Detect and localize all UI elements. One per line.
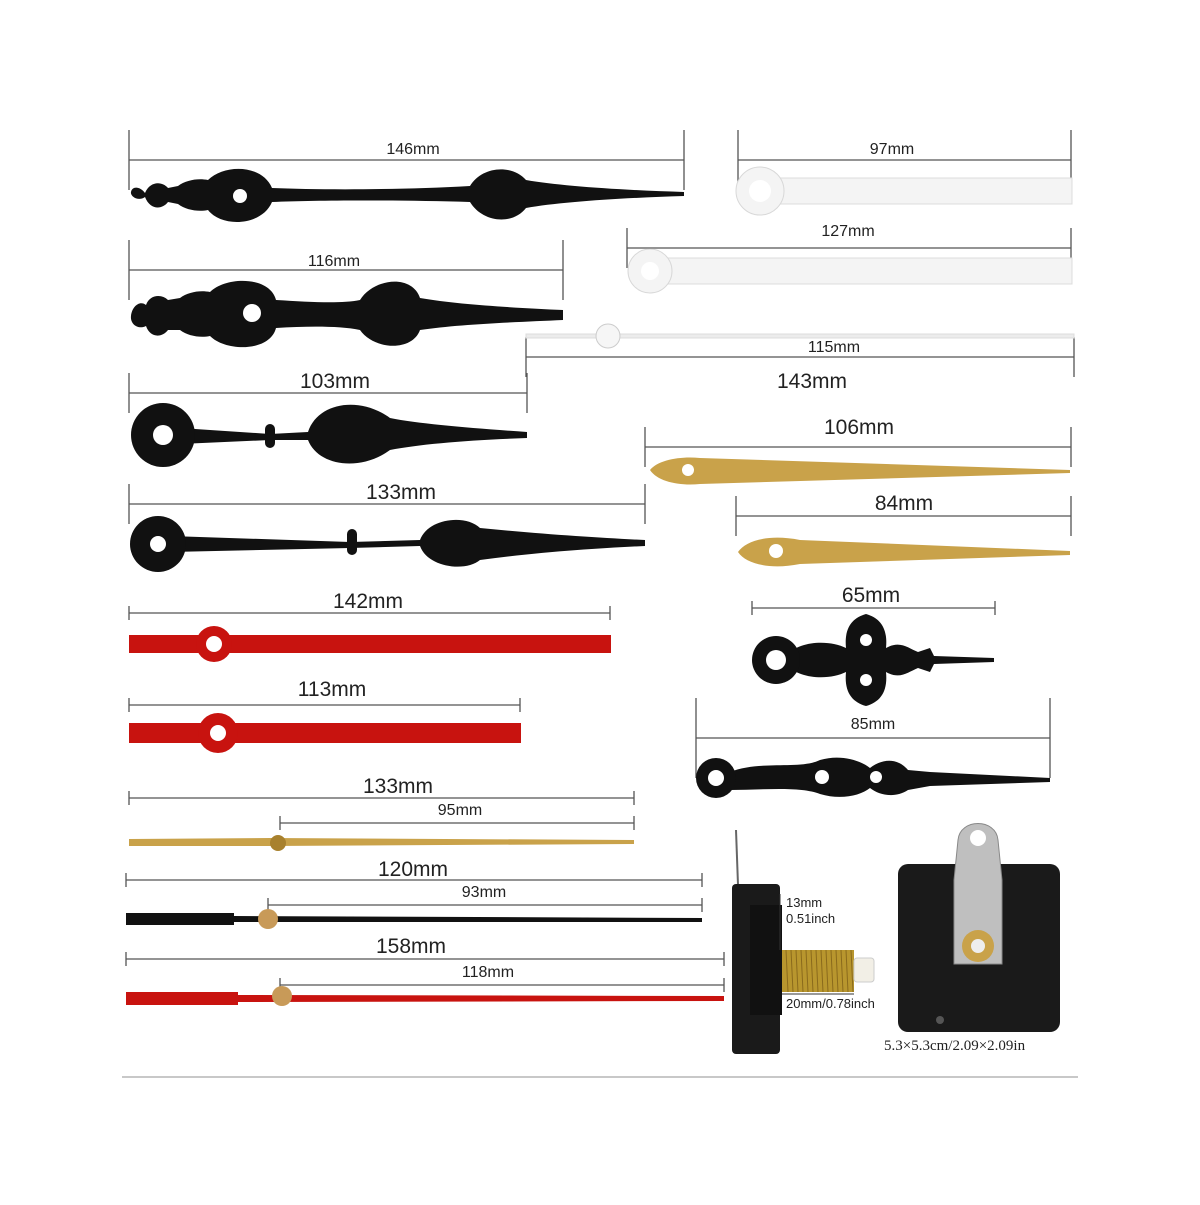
shaft-height-label: 13mm <box>786 895 823 910</box>
dimension-label: 142mm <box>332 590 404 613</box>
movement-size-label: 5.3×5.3cm/2.09×2.09in <box>884 1038 1026 1054</box>
thread-line <box>790 949 794 993</box>
dimension-label: 115mm <box>807 339 861 356</box>
gold-second-hand <box>129 838 634 846</box>
hand-hole <box>769 544 783 558</box>
dimension-label: 84mm <box>874 492 934 515</box>
thread-line <box>805 949 809 993</box>
hand-collar <box>265 424 275 448</box>
thread-line <box>800 949 804 993</box>
scroll-hand <box>730 757 1050 797</box>
dimension-label: 113mm <box>297 678 367 701</box>
dimension-label: 106mm <box>823 416 895 439</box>
second-hand-cap <box>272 986 292 1006</box>
dimension-label-front: 118mm <box>461 964 515 981</box>
thread-line <box>830 949 834 993</box>
movement-shaft-center <box>971 939 985 953</box>
dimension-label: 127mm <box>821 223 875 240</box>
thread-line <box>785 949 789 993</box>
gold-minute-hand <box>738 537 1070 567</box>
gold-hour-hand <box>650 457 1070 485</box>
thread-line <box>825 949 829 993</box>
hand-hole <box>641 262 659 280</box>
fleur-second-hand <box>785 614 994 706</box>
dimension-label-total: 133mm <box>362 775 434 798</box>
shaft-tip <box>853 957 875 983</box>
hand-collar <box>347 529 357 555</box>
thread-line <box>820 949 824 993</box>
thread-line <box>850 949 854 993</box>
hand-hole <box>243 304 261 322</box>
thread-line <box>795 949 799 993</box>
black-second-tail <box>126 913 234 925</box>
hand-hole <box>749 180 771 202</box>
hand-hole <box>860 634 872 646</box>
thread-line <box>845 949 849 993</box>
spade-minute-hand <box>170 519 645 567</box>
dimension-label-total: 120mm <box>377 858 449 881</box>
hand-hole <box>682 464 694 476</box>
dimension-label-front: 93mm <box>461 884 507 901</box>
hanger-wire <box>735 829 739 886</box>
bottom-divider <box>122 1076 1078 1078</box>
thread-line <box>815 949 819 993</box>
dimension-label: 116mm <box>307 253 361 270</box>
hand-hole <box>233 189 247 203</box>
hanger-hole <box>970 830 986 846</box>
thread-line <box>835 949 839 993</box>
second-hand-cap <box>258 909 278 929</box>
dimension-label: 97mm <box>869 141 915 158</box>
dimension-label-front: 95mm <box>437 802 483 819</box>
thread-line <box>840 949 844 993</box>
dimension-label-total: 158mm <box>375 935 447 958</box>
hand-hole <box>766 650 786 670</box>
hand-hole <box>870 771 882 783</box>
ornate-hour-hand <box>130 168 685 222</box>
hand-outline <box>627 248 673 294</box>
dimension-label: 143mm <box>776 370 848 393</box>
hand-hole <box>206 636 222 652</box>
movement-side-face <box>750 905 782 1015</box>
thread-line <box>810 949 814 993</box>
white-second-hand <box>525 333 1075 339</box>
hand-hole <box>153 425 173 445</box>
hand-hub <box>595 323 621 349</box>
white-hour-hand <box>759 177 1073 205</box>
hand-hole <box>860 674 872 686</box>
hand-hole <box>708 770 724 786</box>
dimension-label: 146mm <box>386 141 440 158</box>
hand-outline <box>735 166 785 216</box>
red-second-hand <box>238 995 724 1002</box>
spade-hour-hand <box>180 404 527 464</box>
dimension-label: 103mm <box>299 370 371 393</box>
hand-hole <box>210 725 226 741</box>
thread-length-label: 20mm/0.78inch <box>786 996 875 1011</box>
dimension-label: 65mm <box>841 584 901 607</box>
movement-screw <box>936 1016 944 1024</box>
dimension-label: 85mm <box>850 716 896 733</box>
red-hour-hand <box>129 635 611 653</box>
red-minute-hand <box>129 723 521 743</box>
second-hand-cap <box>270 835 286 851</box>
red-second-tail <box>126 992 238 1005</box>
hanger-plate <box>953 823 1003 965</box>
black-second-hand <box>234 916 702 922</box>
dimension-label: 133mm <box>365 481 437 504</box>
ornate-minute-hand <box>130 280 564 348</box>
shaft-height-inch-label: 0.51inch <box>786 911 836 926</box>
hand-hole <box>150 536 166 552</box>
white-minute-hand <box>649 257 1073 285</box>
hand-hole <box>815 770 829 784</box>
